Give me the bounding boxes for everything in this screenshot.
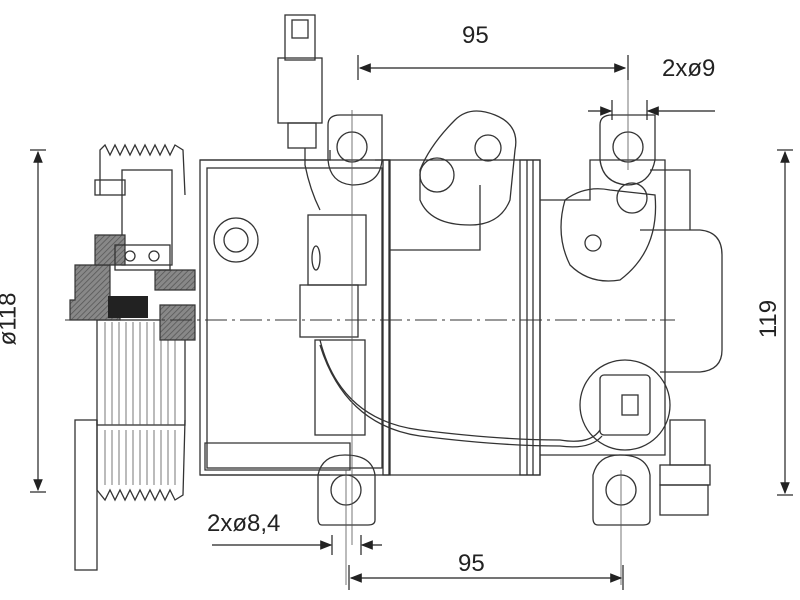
mount-ear-top-left [327, 114, 383, 186]
dimension-top-bolt-spacing: 95 [462, 22, 489, 49]
dimension-bottom-hole-diameter: 2xø8,4 [207, 510, 281, 537]
mount-ear-bottom-left [317, 454, 376, 526]
electrical-connector-top [277, 14, 323, 211]
mount-ear-top-right [599, 114, 656, 186]
clutch-section [69, 179, 196, 341]
mount-ear-bottom-right [592, 454, 651, 526]
suction-port [419, 110, 517, 226]
discharge-port [560, 182, 657, 282]
dimension-pulley-diameter: ø118 [0, 292, 22, 346]
dimension-lines [30, 55, 793, 590]
dimension-top-hole-diameter: 2xø9 [662, 55, 716, 82]
dimension-bottom-bolt-spacing: 95 [458, 550, 485, 577]
pulley [74, 143, 186, 571]
electrical-connector-bottom [579, 359, 711, 516]
compressor-housing [199, 150, 723, 476]
dimension-height: 119 [755, 299, 783, 339]
